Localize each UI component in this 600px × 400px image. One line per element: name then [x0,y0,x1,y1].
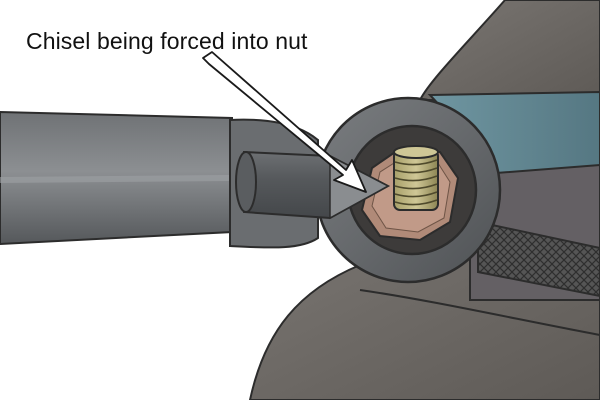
bolt-threads [394,159,438,206]
machine-body [418,0,600,101]
arrow-icon [202,51,367,193]
knurled-strip [477,220,600,298]
machine-edge [359,289,600,336]
chisel-end [235,151,257,213]
caption-label: Chisel being forced into nut [26,28,308,54]
bolt-top [393,145,439,159]
handle-highlight [0,175,231,183]
